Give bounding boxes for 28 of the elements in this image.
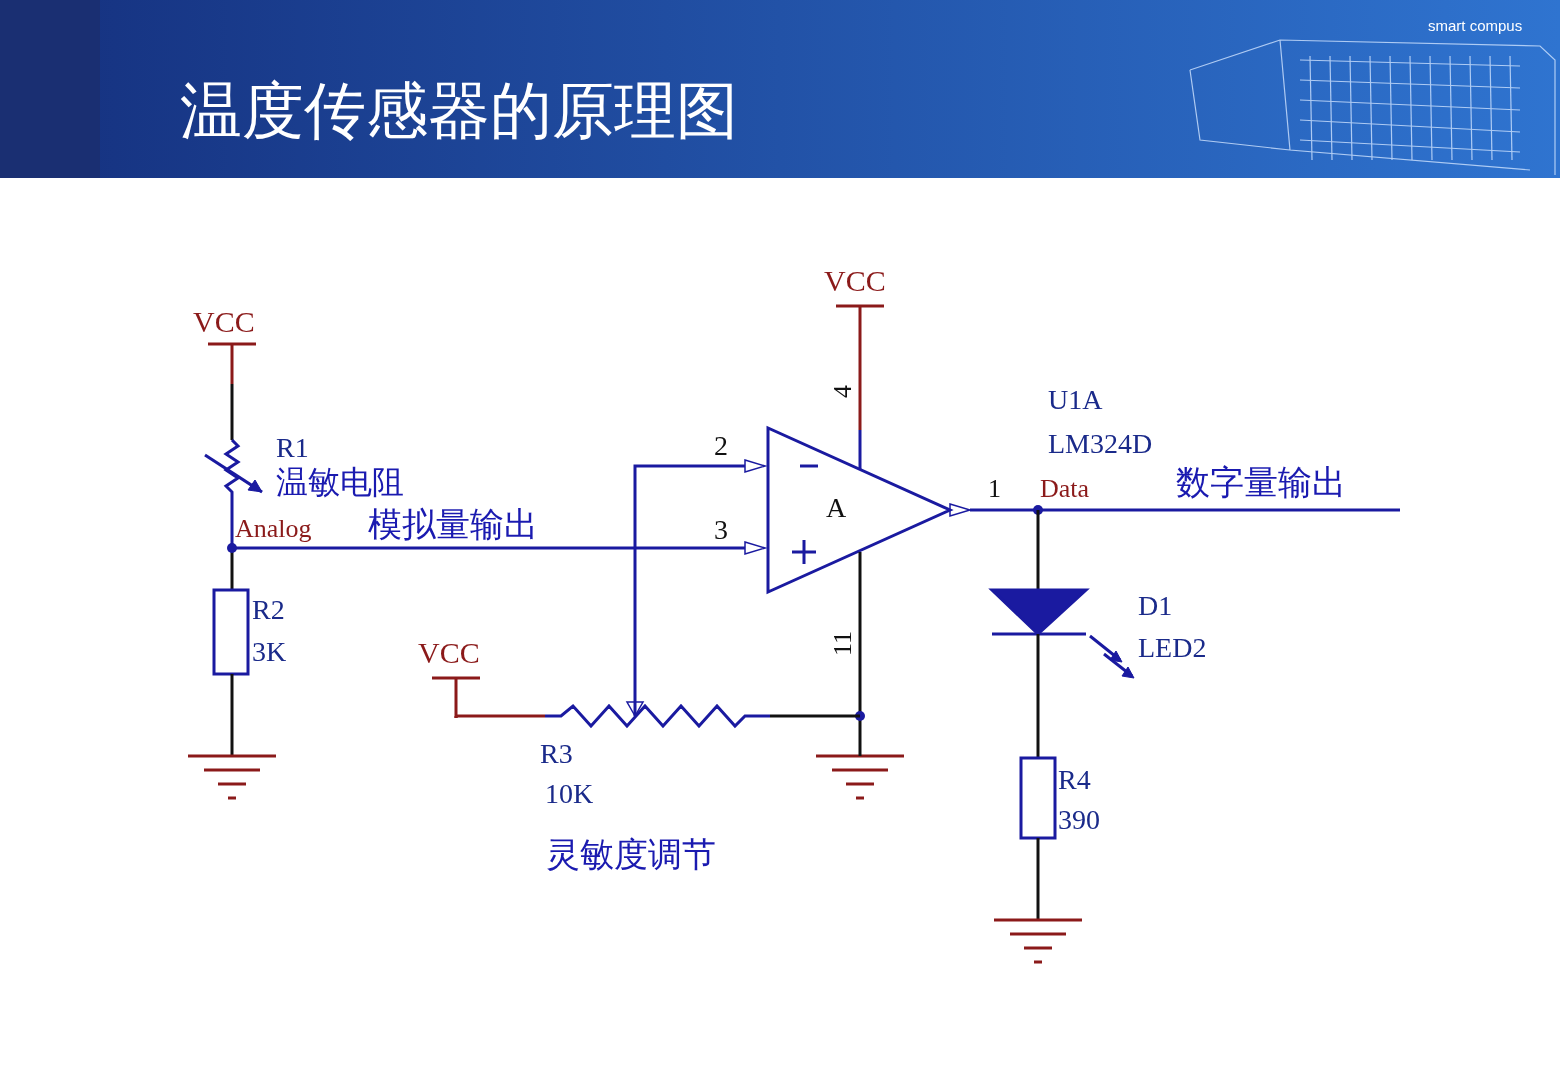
signal-description: 数字量输出 (1176, 466, 1346, 500)
component-description: 温敏电阻 (276, 466, 404, 498)
pin-number: 3 (714, 516, 728, 544)
pin-number: 11 (830, 630, 856, 656)
component-designator: R3 (540, 740, 573, 768)
component-value: LED2 (1138, 634, 1207, 662)
net-label: Analog (235, 516, 312, 542)
component-value: LM324D (1048, 430, 1153, 458)
power-label: VCC (824, 266, 886, 296)
component-designator: R1 (276, 434, 309, 462)
pin-number: 1 (988, 476, 1001, 502)
component-designator: D1 (1138, 592, 1173, 620)
pin-number: 4 (830, 385, 856, 398)
net-label: Data (1040, 476, 1090, 502)
unit-label: A (826, 494, 847, 522)
component-designator: R4 (1058, 766, 1091, 794)
component-value: 390 (1058, 806, 1100, 834)
component-designator: R2 (252, 596, 285, 624)
component-value: 3K (252, 638, 287, 666)
power-label: VCC (193, 307, 255, 337)
header-tagline: smart compus (1428, 18, 1523, 33)
caption: 灵敏度调节 (546, 838, 716, 872)
component-designator: U1A (1048, 386, 1103, 414)
slide-title: 温度传感器的原理图 (180, 80, 738, 142)
signal-description: 模拟量输出 (368, 508, 538, 542)
pin-number: 2 (714, 432, 728, 460)
power-label: VCC (418, 638, 480, 668)
component-value: 10K (545, 780, 594, 808)
